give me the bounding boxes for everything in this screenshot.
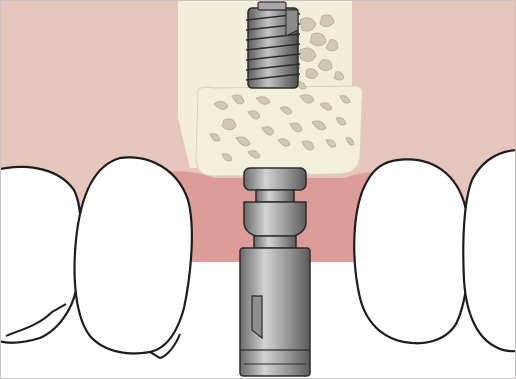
tooth-left-front (75, 157, 192, 353)
tooth-right-front (354, 159, 469, 343)
implant-screw-icon (246, 2, 300, 88)
bone-graft-block (196, 86, 363, 176)
